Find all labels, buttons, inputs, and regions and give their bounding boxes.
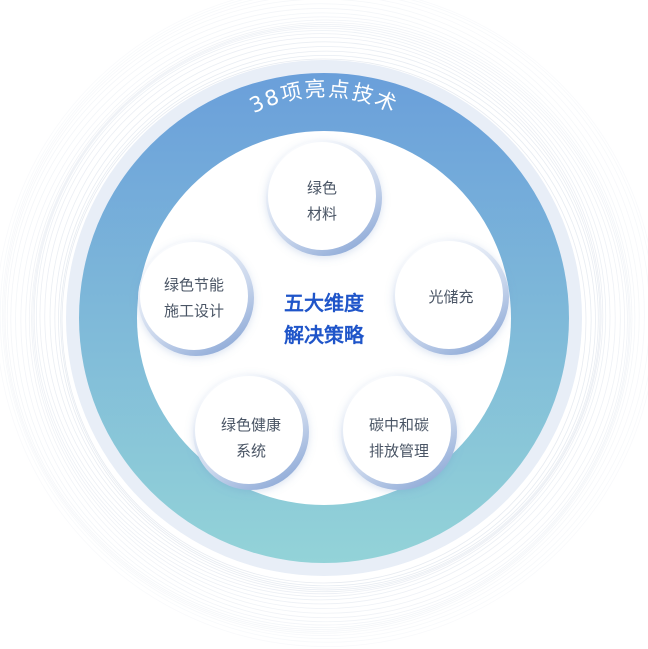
guide-circle	[60, 54, 592, 587]
guide-circle	[25, 19, 628, 623]
node-pv-storage-charging	[393, 239, 509, 355]
guide-circle	[15, 12, 631, 629]
node-green-energy-construction-design-line-1: 绿色节能	[164, 276, 224, 294]
node-green-energy-construction-design	[138, 240, 254, 356]
guide-circle	[6, 3, 636, 632]
guide-circle	[20, 16, 630, 626]
guide-circle	[49, 41, 601, 593]
guide-circle	[61, 58, 587, 584]
node-green-health-system-line-2: 系统	[236, 442, 266, 460]
node-pv-storage-charging-line-1: 光储充	[428, 288, 473, 306]
node-green-materials-line-1: 绿色	[307, 179, 337, 197]
node-green-materials	[266, 140, 382, 256]
guide-circle	[4, 0, 640, 634]
guide-circle	[31, 24, 621, 614]
node-carbon-neutral-management-line-1: 碳中和碳	[369, 416, 429, 434]
node-green-health-system	[193, 374, 309, 490]
guide-circle	[44, 36, 602, 595]
guide-circle	[3, 0, 645, 636]
node-green-materials-line-2: 材料	[307, 205, 337, 223]
guide-circle	[28, 22, 626, 619]
guide-circle	[39, 33, 604, 597]
center-title-line-1: 五大维度	[284, 291, 365, 315]
guide-circle	[35, 30, 607, 601]
guide-circle	[32, 25, 616, 609]
guide-circle	[10, 8, 633, 631]
guide-circle	[58, 50, 596, 589]
node-carbon-neutral-management	[341, 374, 457, 490]
center-title-line-2: 解决策略	[284, 323, 365, 347]
node-green-health-system-line-1: 绿色健康	[221, 416, 281, 434]
guide-circle	[33, 27, 611, 605]
guide-circle	[54, 46, 599, 591]
node-carbon-neutral-management-line-2: 排放管理	[369, 442, 429, 460]
node-green-energy-construction-design-line-2: 施工设计	[164, 302, 224, 320]
